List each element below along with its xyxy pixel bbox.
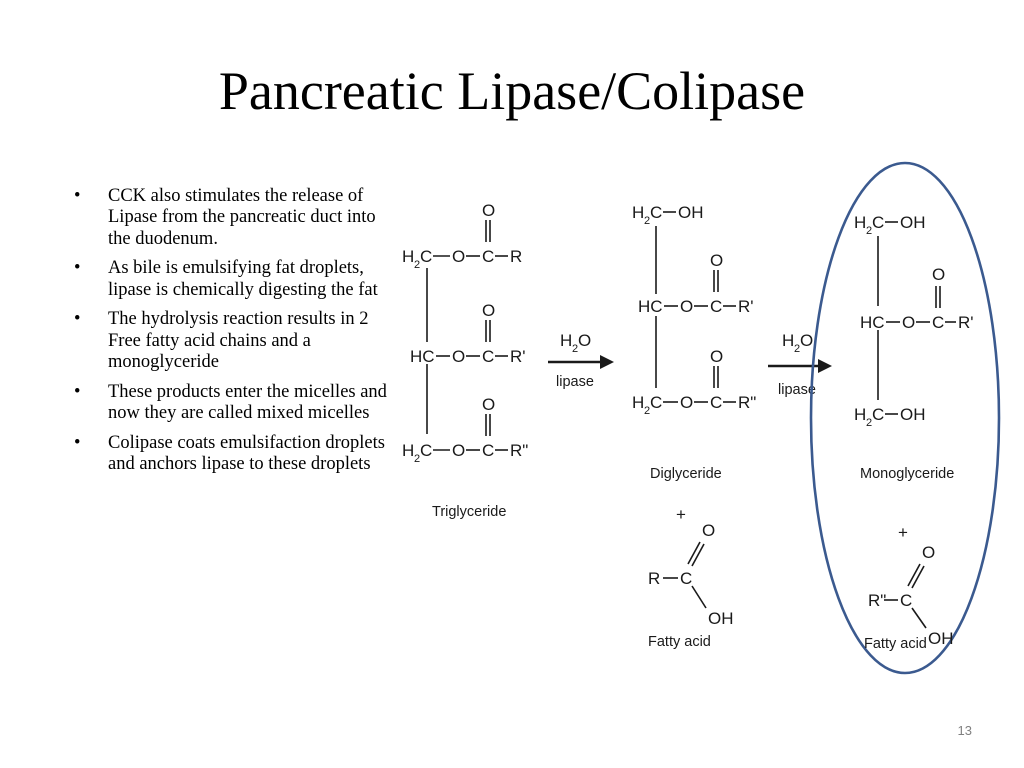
atom-o: O <box>482 201 495 220</box>
atom-c: C <box>482 247 494 266</box>
atom-o: O <box>932 265 945 284</box>
atom-o: O <box>452 347 465 366</box>
atom-r-prime: R' <box>958 313 974 332</box>
fatty-acid-label: Fatty acid <box>864 636 927 652</box>
atom-c: C <box>650 203 662 222</box>
bullet-item: These products enter the micelles and no… <box>66 382 396 425</box>
slide-title: Pancreatic Lipase/Colipase <box>218 61 806 121</box>
bullet-item: As bile is emulsifying fat droplets, lip… <box>66 258 396 301</box>
atom-r-double-prime: R" <box>738 393 756 412</box>
triglyceride-label: Triglyceride <box>432 504 506 520</box>
page-number: 13 <box>957 723 972 738</box>
atom-hc: HC <box>410 347 435 366</box>
water-o-label: O <box>800 331 813 350</box>
atom-o: O <box>680 297 693 316</box>
atom-r: R <box>510 247 522 266</box>
bullet-item: Colipase coats emulsifaction droplets an… <box>66 433 396 476</box>
atom-h: H <box>402 247 414 266</box>
atom-o: O <box>482 301 495 320</box>
atom-h: H <box>854 213 866 232</box>
atom-o: O <box>680 393 693 412</box>
water-subscript: 2 <box>572 343 578 355</box>
atom-o: O <box>902 313 915 332</box>
atom-h: H <box>632 393 644 412</box>
atom-r-prime: R' <box>738 297 754 316</box>
atom-c: C <box>420 247 432 266</box>
atom-o: O <box>710 347 723 366</box>
atom-c: C <box>872 213 884 232</box>
bullet-item: The hydrolysis reaction results in 2 Fre… <box>66 309 396 373</box>
plus-sign: + <box>676 505 686 524</box>
atom-c: C <box>650 393 662 412</box>
atom-subscript: 2 <box>866 417 872 429</box>
atom-subscript: 2 <box>644 405 650 417</box>
atom-c: C <box>872 405 884 424</box>
atom-c: C <box>900 591 912 610</box>
atom-c: C <box>710 393 722 412</box>
atom-oh: OH <box>900 213 926 232</box>
monoglyceride-structure: H 2 C OH HC O C R' O H 2 C OH Monoglycer… <box>854 213 974 482</box>
atom-h: H <box>632 203 644 222</box>
atom-r-double-prime: R" <box>868 591 886 610</box>
atom-hc: HC <box>860 313 885 332</box>
reaction-arrow-2: H 2 O lipase <box>768 331 832 398</box>
atom-o: O <box>452 441 465 460</box>
water-o-label: O <box>578 331 591 350</box>
lipase-label: lipase <box>778 382 816 398</box>
lipase-hydrolysis-diagram: H 2 C O C R O HC O C R' O H 2 C O C R" <box>402 161 1001 675</box>
fatty-acid-2-structure: + R" C O OH Fatty acid <box>864 523 954 652</box>
atom-subscript: 2 <box>866 225 872 237</box>
atom-c: C <box>482 441 494 460</box>
bullet-item: CCK also stimulates the release of Lipas… <box>66 186 396 250</box>
diglyceride-structure: H 2 C OH HC O C R' O H 2 C O C R" O Digl… <box>632 203 756 482</box>
arrow-head <box>818 359 832 373</box>
lipase-label: lipase <box>556 374 594 390</box>
atom-r-double-prime: R" <box>510 441 528 460</box>
bullet-list: CCK also stimulates the release of Lipas… <box>66 186 396 483</box>
atom-hc: HC <box>638 297 663 316</box>
atom-c: C <box>482 347 494 366</box>
diglyceride-label: Diglyceride <box>650 466 722 482</box>
atom-r: R <box>648 569 660 588</box>
atom-oh: OH <box>928 629 954 648</box>
plus-sign: + <box>898 523 908 542</box>
atom-o: O <box>710 251 723 270</box>
atom-oh: OH <box>678 203 704 222</box>
triglyceride-structure: H 2 C O C R O HC O C R' O H 2 C O C R" <box>402 201 528 520</box>
atom-o: O <box>702 521 715 540</box>
atom-c: C <box>420 441 432 460</box>
reaction-arrow-1: H 2 O lipase <box>548 331 614 390</box>
monoglyceride-label: Monoglyceride <box>860 466 954 482</box>
water-label: H <box>782 331 794 350</box>
product-highlight-ellipse <box>809 161 1001 675</box>
fatty-acid-label: Fatty acid <box>648 634 711 650</box>
atom-o: O <box>482 395 495 414</box>
atom-subscript: 2 <box>644 215 650 227</box>
atom-c: C <box>932 313 944 332</box>
fatty-acid-1-structure: + R C O OH Fatty acid <box>648 505 734 650</box>
atom-oh: OH <box>900 405 926 424</box>
atom-c: C <box>680 569 692 588</box>
atom-h: H <box>854 405 866 424</box>
atom-c: C <box>710 297 722 316</box>
water-subscript: 2 <box>794 343 800 355</box>
atom-h: H <box>402 441 414 460</box>
atom-o: O <box>452 247 465 266</box>
atom-oh: OH <box>708 609 734 628</box>
atom-subscript: 2 <box>414 259 420 271</box>
water-label: H <box>560 331 572 350</box>
atom-o: O <box>922 543 935 562</box>
atom-r-prime: R' <box>510 347 526 366</box>
atom-subscript: 2 <box>414 453 420 465</box>
arrow-head <box>600 355 614 369</box>
